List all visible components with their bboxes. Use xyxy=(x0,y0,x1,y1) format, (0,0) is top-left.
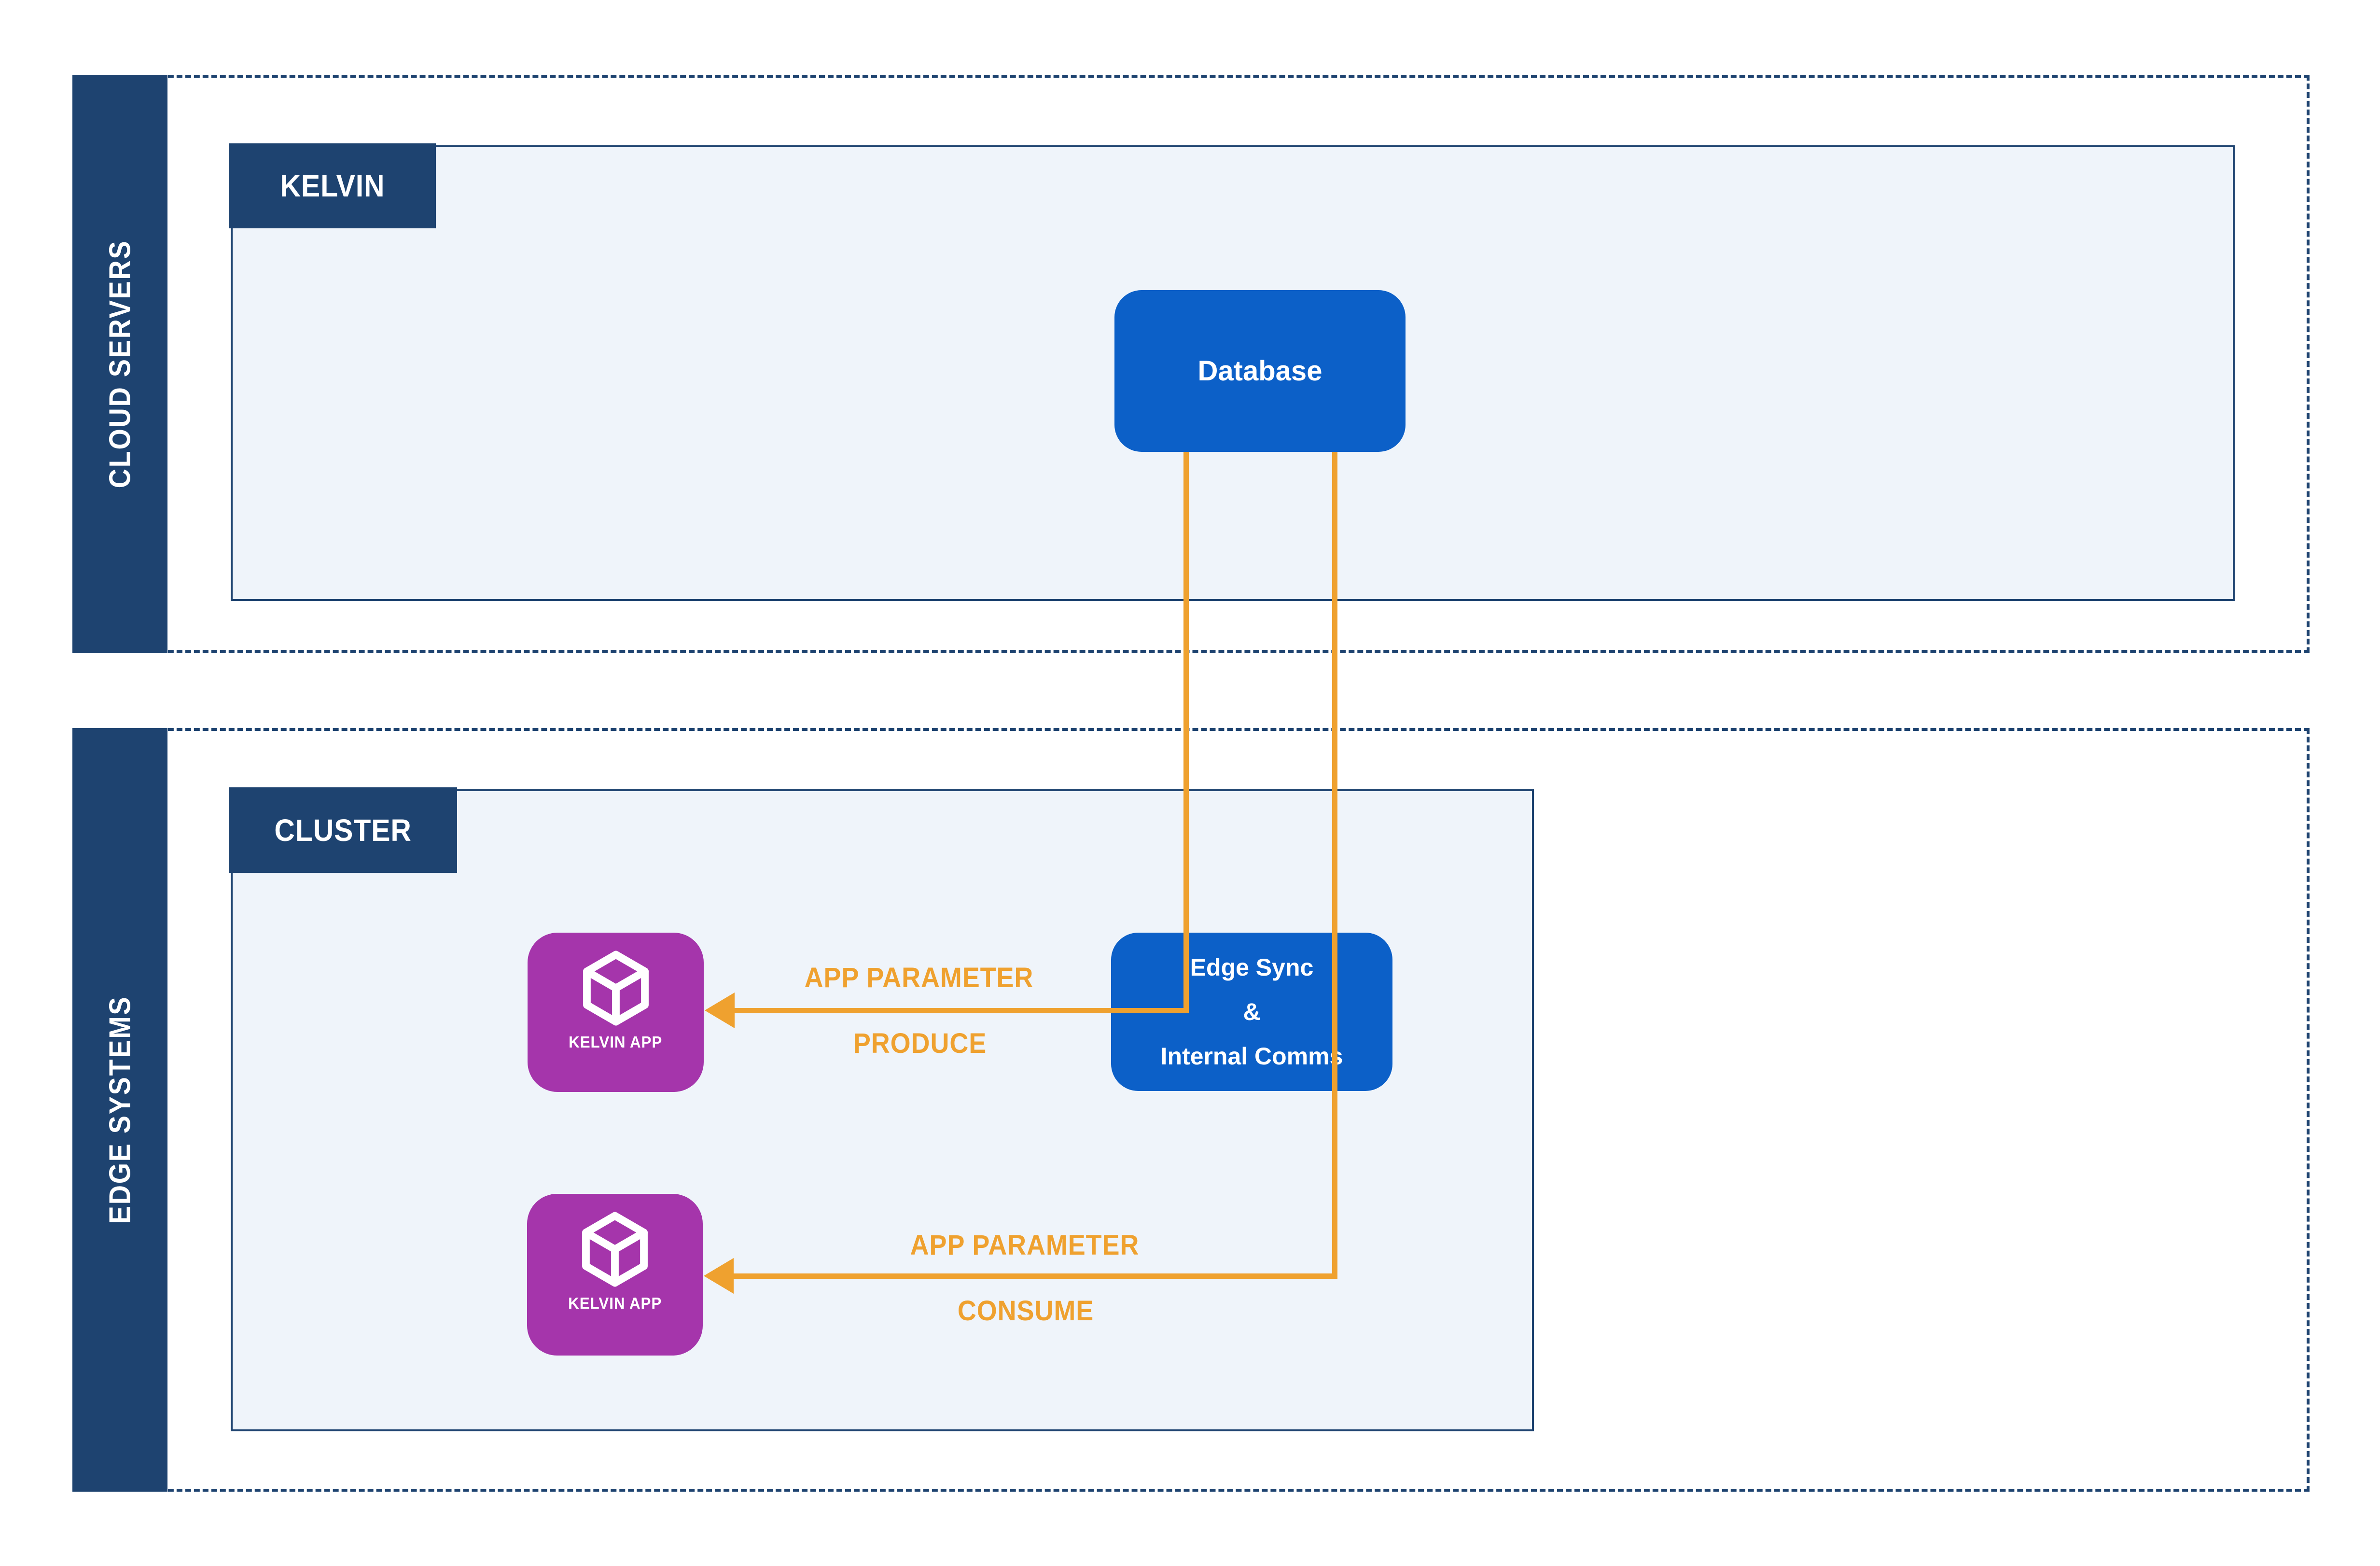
consume-arrowhead-icon xyxy=(704,1258,734,1294)
kelvin-app-producer-label: KELVIN APP xyxy=(569,1033,663,1051)
consume-connector-vertical-line xyxy=(1332,452,1337,1279)
database-node: Database xyxy=(1114,290,1406,452)
produce-connector-vertical-line xyxy=(1183,452,1189,1013)
edge-sync-node-label-line2: & xyxy=(1243,998,1261,1025)
consume-connector-horizontal-line xyxy=(725,1273,1337,1279)
kelvin-panel-tab-label: KELVIN xyxy=(279,168,385,203)
cloud-servers-sidebar: CLOUD SERVERS xyxy=(72,75,167,653)
cluster-panel xyxy=(231,789,1534,1431)
kelvin-panel xyxy=(231,145,2235,601)
kelvin-app-consumer-label: KELVIN APP xyxy=(568,1294,662,1312)
cube-icon xyxy=(582,1212,648,1287)
edge-systems-label: EDGE SYSTEMS xyxy=(103,995,137,1224)
edge-sync-node-label-line1: Edge Sync xyxy=(1190,954,1314,981)
consume-label-top: APP PARAMETER xyxy=(910,1230,1140,1261)
edge-sync-node: Edge Sync & Internal Comms xyxy=(1111,933,1392,1091)
kelvin-app-producer-node: KELVIN APP xyxy=(528,933,704,1092)
kelvin-panel-tab: KELVIN xyxy=(229,143,436,228)
consume-label-bottom: CONSUME xyxy=(957,1295,1094,1327)
database-node-label: Database xyxy=(1197,355,1322,387)
kelvin-app-consumer-node: KELVIN APP xyxy=(527,1194,703,1356)
cluster-panel-tab-label: CLUSTER xyxy=(274,812,412,848)
cube-icon xyxy=(583,951,649,1026)
cloud-servers-label: CLOUD SERVERS xyxy=(103,239,137,489)
edge-sync-node-label-line3: Internal Comms xyxy=(1160,1043,1343,1070)
edge-systems-sidebar: EDGE SYSTEMS xyxy=(72,728,167,1492)
produce-label-bottom: PRODUCE xyxy=(853,1028,987,1059)
cluster-panel-tab: CLUSTER xyxy=(229,787,457,873)
produce-label-top: APP PARAMETER xyxy=(804,962,1034,993)
produce-connector-horizontal-line xyxy=(726,1008,1189,1013)
produce-arrowhead-icon xyxy=(705,993,735,1028)
